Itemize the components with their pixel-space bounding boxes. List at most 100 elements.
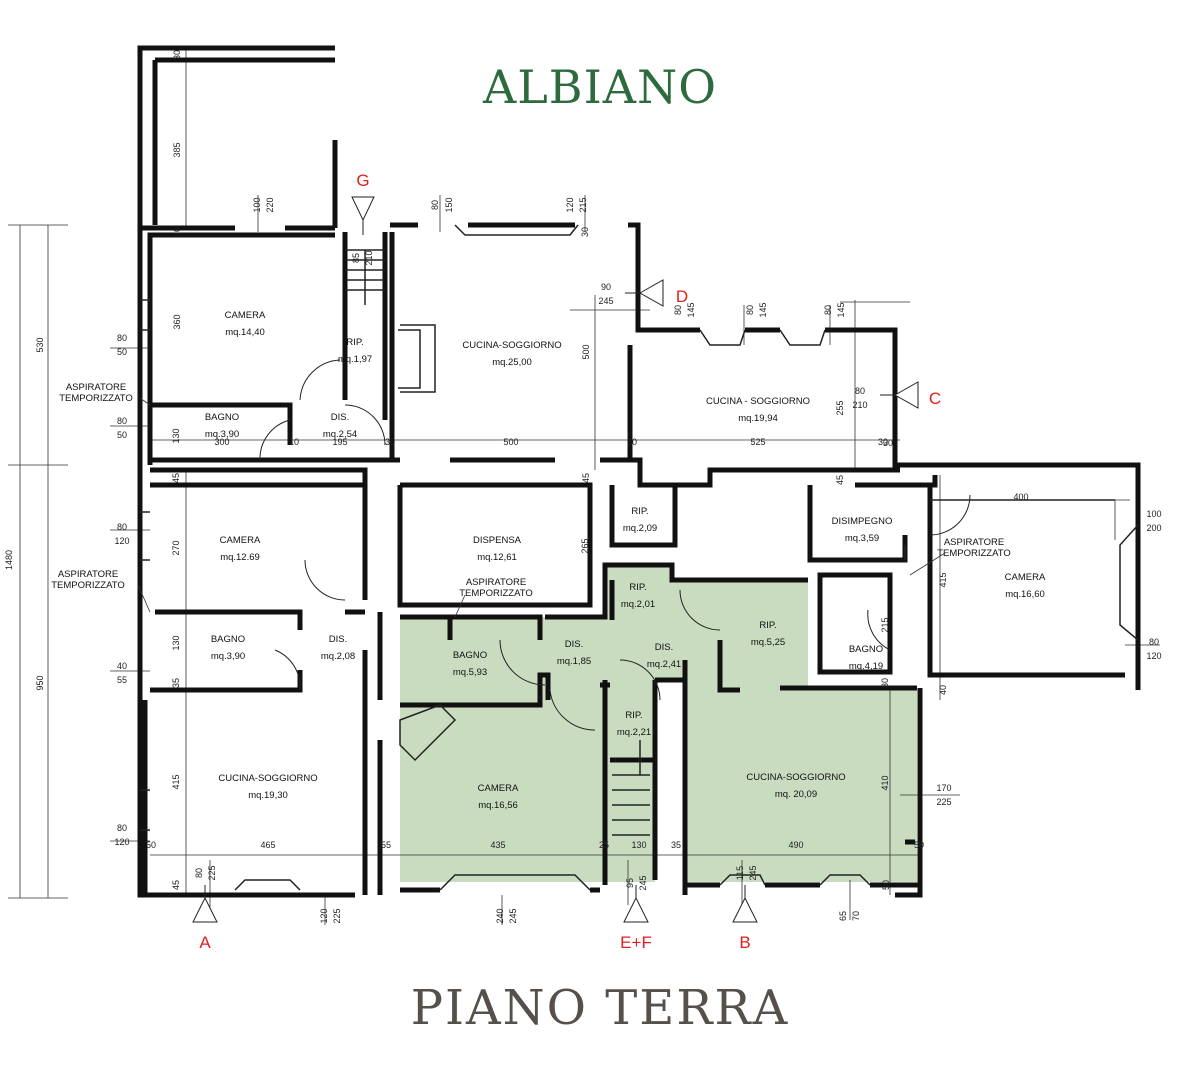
door-swing-arc [299,359,341,401]
highlighted-unit-fill [400,565,917,882]
dimension-label: 55 [381,840,391,850]
architectural-detail [234,879,301,891]
dimension-label: 30 [627,437,637,447]
door-swing-arc [679,589,721,631]
dimension-label: 225 [936,797,951,807]
room-area: mq.2,01 [621,599,655,610]
note-leader [139,397,151,406]
room-name: DIS. [331,412,349,423]
room-area: mq.2,09 [623,523,657,534]
architectural-detail [904,499,1115,560]
note-line-2: TEMPORIZZATO [459,588,533,599]
room-area: mq.2,08 [321,651,355,662]
room-area: mq.14,40 [225,327,265,338]
section-marker-label: E+F [620,933,652,952]
dimension-label: 80 [117,333,127,343]
dimension-label: 400 [1013,492,1028,502]
page-title: ALBIANO [483,60,717,114]
dimension-label: 360 [172,314,182,329]
wall [400,614,543,640]
dimension-label: 50 [881,880,891,890]
room-area: mq.19,94 [738,413,778,424]
room-name: CAMERA [225,310,266,321]
dimension-label: 120 [1146,651,1161,661]
room-area: mq.3,90 [211,651,245,662]
dimension-label: 120 [114,536,129,546]
wall [602,680,658,885]
room-name: BAGNO [849,644,883,655]
wall [397,482,593,608]
dimension-label: 435 [490,840,505,850]
room-name: RIP. [631,506,648,517]
wall [147,232,335,465]
dimension-label: 255 [835,400,845,415]
note-leader [454,594,466,618]
architectural-detail [399,704,457,762]
dimension-label: 80 [745,305,755,315]
section-marker-label: D [676,287,688,306]
architectural-detail [140,789,150,831]
wall [855,475,1125,678]
dimension-label: 300 [214,437,229,447]
dimension-label: 265 [580,538,590,553]
dimension-label: 100 [1146,509,1161,519]
room-area: mq.1,85 [557,656,591,667]
dimension-label: 240 [495,908,505,923]
dimension-label: 210 [364,250,374,265]
dimension-label: 35 [171,678,181,688]
section-marker-label: B [739,933,750,952]
room-area: mq.12,61 [477,552,517,563]
dimension-label: 170 [936,783,951,793]
door-swing-arc [304,559,346,601]
dimension-label: 130 [171,635,181,650]
dimension-label: 130 [631,840,646,850]
dimension-label: 115 [735,866,745,880]
room-name: CUCINA-SOGGIORNO [218,773,317,784]
room-name: RIP. [625,710,642,721]
dimension-label: 500 [581,344,591,359]
note-leader [137,584,151,613]
dimension-label: 85 [351,253,361,263]
dimension-label: 220 [265,197,275,212]
page-subtitle: PIANO TERRA [410,980,790,1036]
dimension-label: 45 [171,473,181,483]
architectural-detail [439,874,591,891]
section-marker-triangle [192,896,218,923]
room-name: CUCINA - SOGGIORNO [706,396,810,407]
dimension-label: 490 [788,840,803,850]
dimension-label: 245 [748,865,758,880]
door-swing-arc [929,494,971,536]
wall [640,327,1141,690]
room-area: mq.3,90 [205,429,239,440]
dimension-label: 90 [601,282,611,292]
dimension-label: 950 [35,675,45,690]
note-line-2: TEMPORIZZATO [51,580,125,591]
dimension-label: 210 [852,400,867,410]
dimension-label: 80 [117,522,127,532]
dimension-label: 30 [385,437,395,447]
wall [150,402,293,445]
door-swing-arc [259,419,291,461]
door-swing-arc [344,404,386,446]
dimension-label: 80 [117,823,127,833]
architectural-detail [819,874,871,886]
wall [140,140,338,231]
wall [600,677,685,688]
dimension-label: 80 [117,416,127,426]
dimension-label: 415 [938,572,948,587]
architectural-detail [140,511,150,561]
note-line-1: ASPIRATORE [466,577,526,588]
wall [150,345,633,463]
dimension-label: 270 [171,540,181,555]
dimension-label: 40 [938,685,948,695]
wall [155,609,365,630]
dimension-label: 215 [880,617,890,632]
room-name: CUCINA-SOGGIORNO [462,340,561,351]
door-swing-arc [549,689,596,731]
room-name: RIP. [346,337,363,348]
dimension-label: 80 [1149,637,1159,647]
wall [150,467,368,600]
